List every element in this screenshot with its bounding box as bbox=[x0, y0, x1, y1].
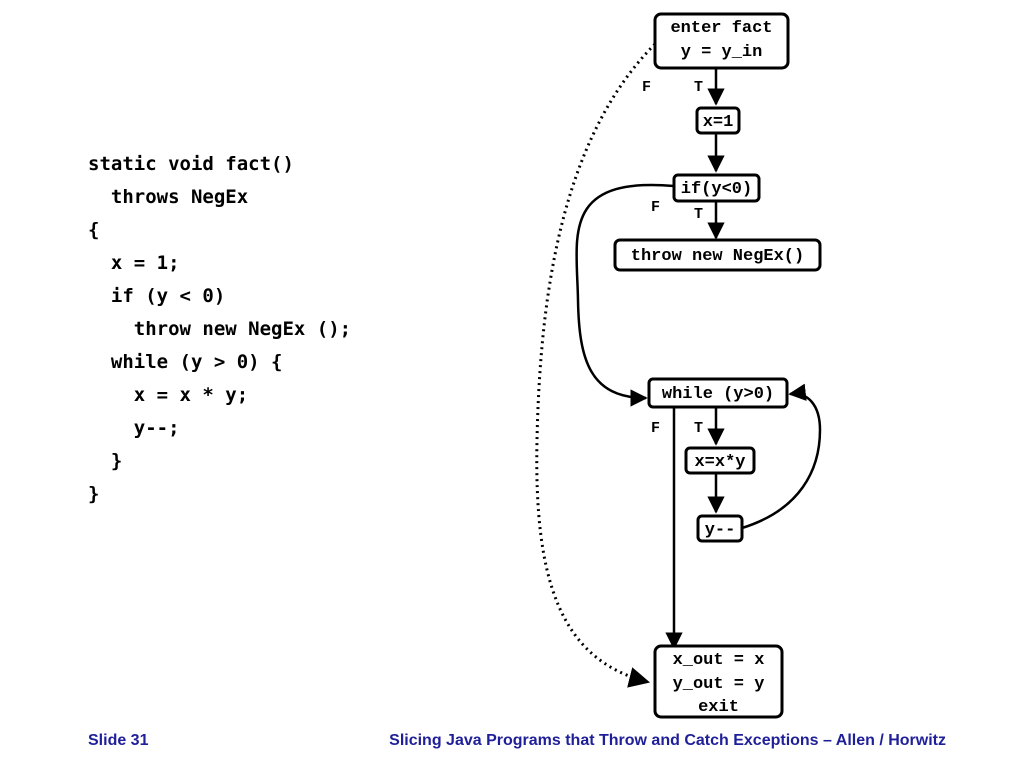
edge-labels: F T F T F T bbox=[642, 79, 703, 437]
edge-label-if-true: T bbox=[694, 206, 703, 223]
edge-enter-dotted-to-exit bbox=[535, 42, 657, 688]
code-line: { bbox=[88, 219, 100, 241]
node-while-text: while (y>0) bbox=[662, 385, 774, 404]
node-if-text: if(y<0) bbox=[681, 180, 752, 199]
edges bbox=[535, 42, 822, 688]
node-throw-text: throw new NegEx() bbox=[631, 247, 804, 266]
node-exit-line2: y_out = y bbox=[673, 675, 765, 694]
code-line: if (y < 0) bbox=[88, 285, 226, 307]
edge-label-enter-false: F bbox=[642, 79, 651, 96]
edge-label-enter-true: T bbox=[694, 79, 703, 96]
code-line: throws NegEx bbox=[88, 186, 249, 208]
node-enter-line1: enter fact bbox=[670, 19, 772, 38]
edge-label-while-false: F bbox=[651, 420, 660, 437]
node-decr: y-- bbox=[696, 514, 744, 543]
node-throw: throw new NegEx() bbox=[613, 238, 822, 272]
slide-number: Slide 31 bbox=[88, 732, 149, 749]
code-line: throw new NegEx (); bbox=[88, 318, 352, 340]
code-line: x = 1; bbox=[88, 252, 180, 274]
code-line: x = x * y; bbox=[88, 384, 249, 406]
node-decr-text: y-- bbox=[705, 521, 736, 540]
node-assign-x: x=1 bbox=[695, 106, 741, 135]
edge-if-false-to-while bbox=[575, 183, 675, 407]
node-exit-line1: x_out = x bbox=[673, 651, 765, 670]
node-exit-line3: exit bbox=[698, 698, 739, 717]
code-line: static void fact() bbox=[88, 153, 294, 175]
node-enter-line2: y = y_in bbox=[681, 43, 763, 62]
code-line: while (y > 0) { bbox=[88, 351, 283, 373]
edge-label-if-false: F bbox=[651, 199, 660, 216]
node-while: while (y>0) bbox=[647, 377, 789, 409]
node-enter: enter fact y = y_in bbox=[653, 12, 790, 70]
slide-footer-title: Slicing Java Programs that Throw and Cat… bbox=[389, 732, 946, 749]
edge-label-while-true: T bbox=[694, 420, 703, 437]
node-mult-text: x=x*y bbox=[694, 453, 745, 472]
code-line: y--; bbox=[88, 417, 180, 439]
node-if: if(y<0) bbox=[672, 173, 761, 203]
edge-decr-back-to-while bbox=[741, 383, 822, 530]
node-assign-x-text: x=1 bbox=[703, 113, 734, 132]
code-line: } bbox=[88, 483, 100, 505]
code-line: } bbox=[88, 450, 123, 472]
node-mult: x=x*y bbox=[684, 446, 756, 475]
node-exit: x_out = x y_out = y exit bbox=[653, 644, 784, 719]
source-code: static void fact() throws NegEx{ x = 1; … bbox=[88, 148, 351, 511]
